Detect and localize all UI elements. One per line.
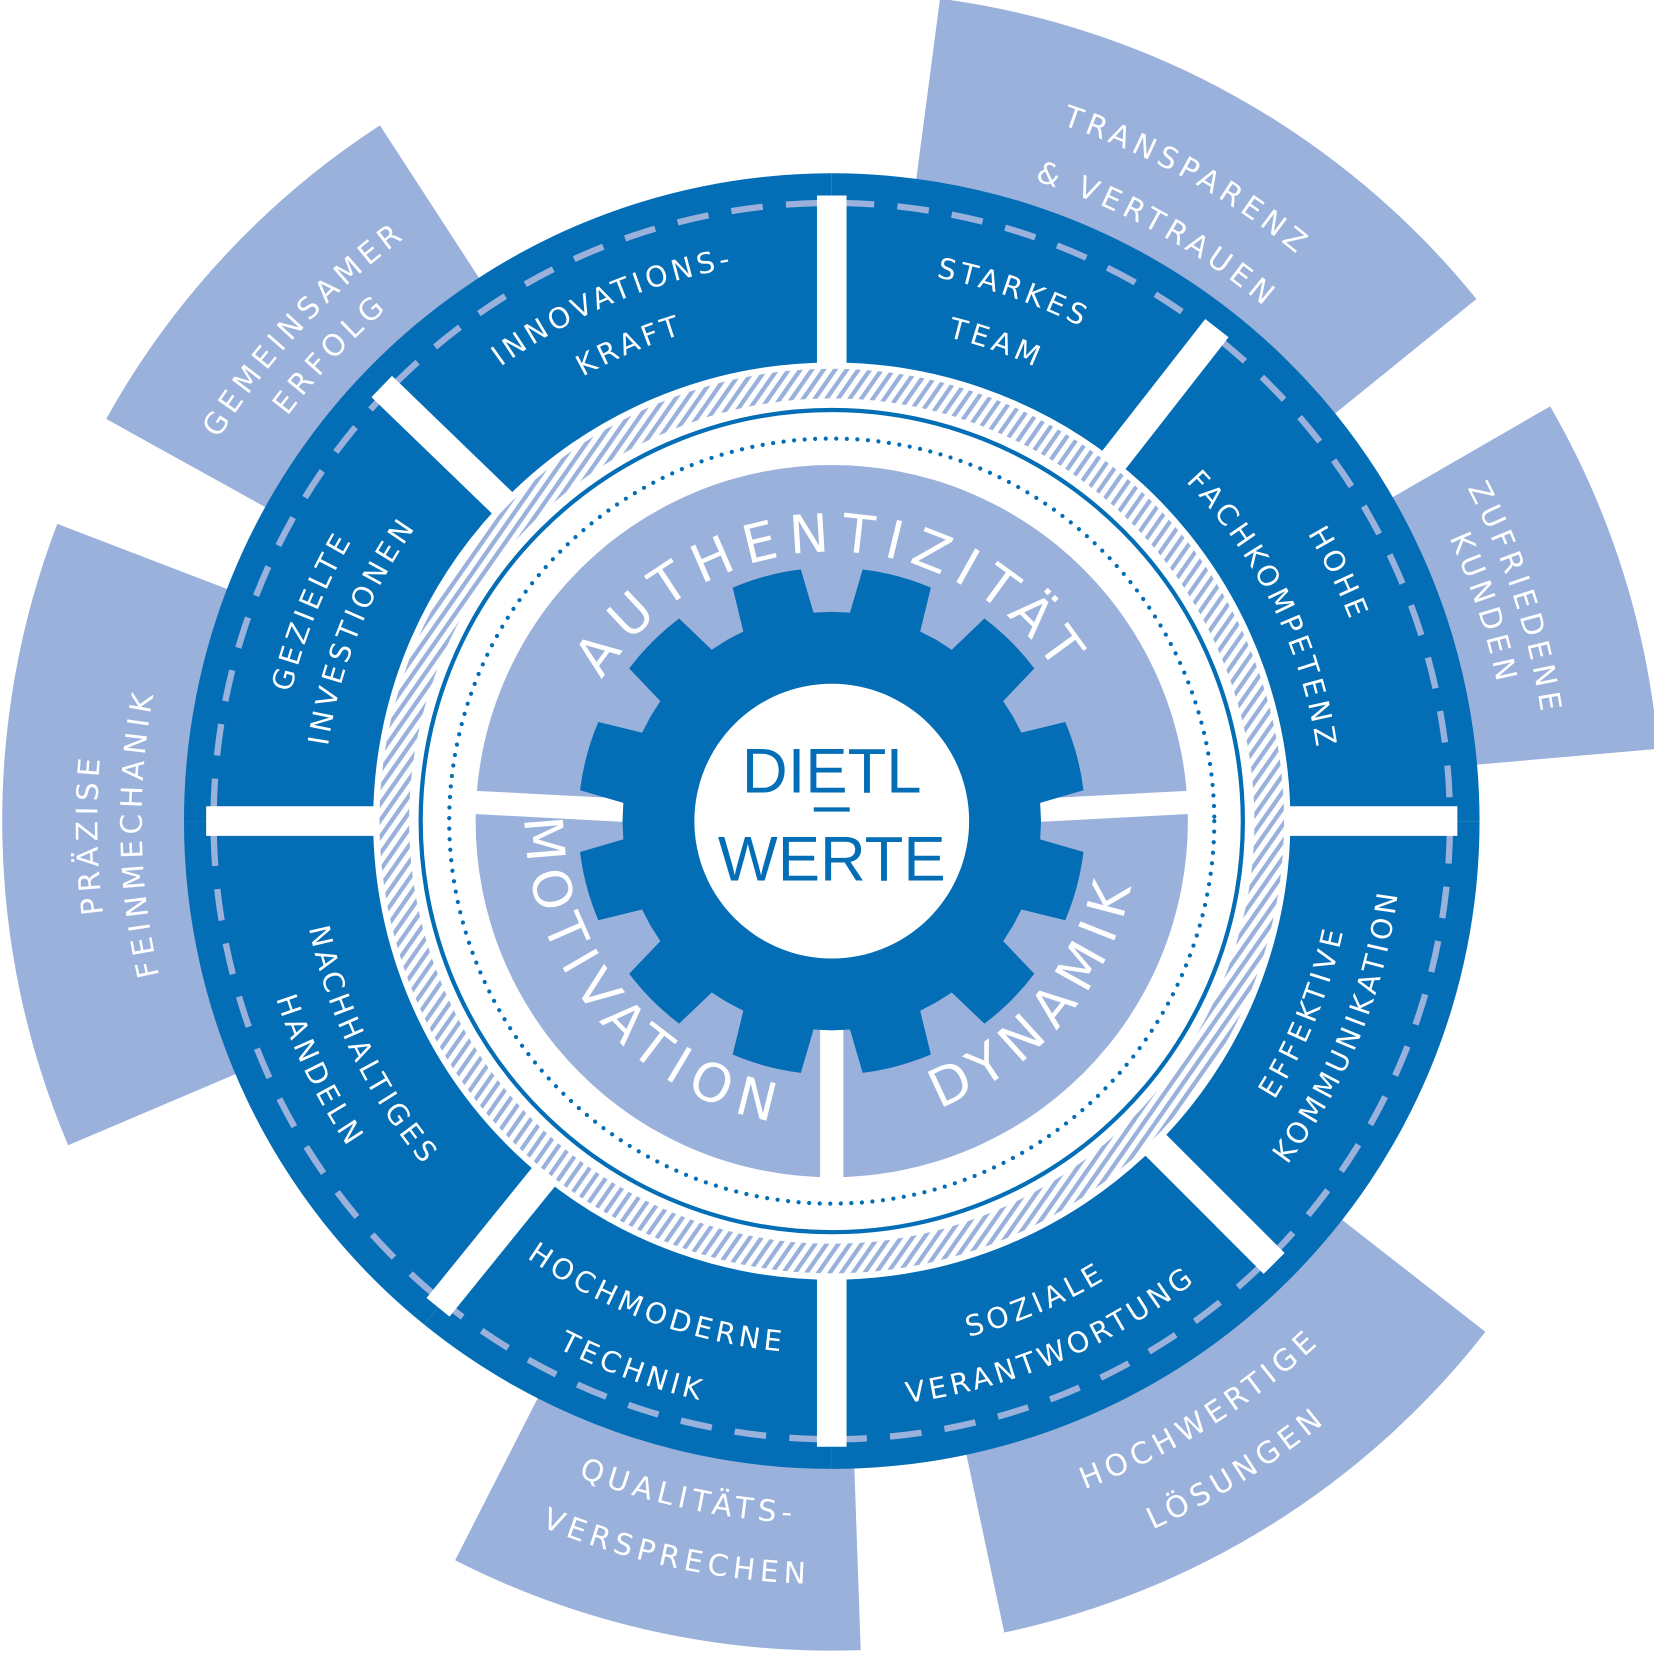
middle-segment	[1156, 821, 1480, 1280]
segment-gap	[1141, 1130, 1285, 1274]
dashed-line	[392, 199, 822, 387]
outer-segment	[961, 1204, 1486, 1633]
dashed-line	[1274, 831, 1454, 1253]
center-title-line2: WERTE	[718, 824, 946, 894]
dashed-line	[210, 831, 437, 1298]
dashed-line	[842, 199, 1206, 330]
segment-gap	[1098, 319, 1229, 474]
dashed-line	[842, 1263, 1264, 1443]
center-divider	[813, 807, 850, 812]
outer-segment	[106, 125, 493, 519]
dashed-line	[1218, 338, 1454, 811]
center-circle	[694, 683, 970, 959]
middle-segment	[183, 821, 544, 1325]
middle-segment	[183, 371, 502, 822]
middle-segment	[424, 1177, 832, 1469]
outer-segment-label-text: PRÄZISE	[69, 752, 104, 918]
dashed-line	[210, 397, 382, 811]
dotted-ring	[447, 436, 1217, 1206]
center-title-line1: DIETL	[742, 737, 922, 807]
middle-segment	[831, 1145, 1290, 1469]
dashed-line	[449, 1305, 822, 1443]
middle-segment	[831, 173, 1231, 460]
outer-segment	[913, 0, 1477, 429]
center-badge: DIETL WERTE	[694, 683, 970, 959]
outer-segment	[2, 523, 258, 1146]
core-gap	[1031, 790, 1192, 823]
core-gap	[472, 790, 632, 823]
thin-ring	[418, 407, 1245, 1235]
outer-segment-label: PRÄZISE	[69, 752, 110, 918]
middle-ring	[183, 173, 1480, 1469]
middle-segment	[365, 173, 832, 503]
segment-gap	[371, 375, 517, 518]
segment-gap	[426, 1163, 559, 1317]
middle-segment	[1114, 310, 1480, 822]
